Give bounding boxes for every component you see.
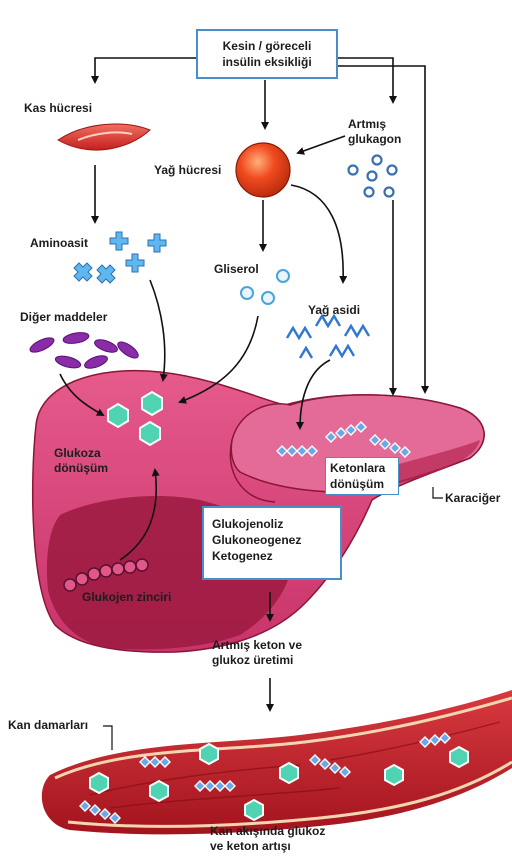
fatty-acid-zigzags	[285, 313, 371, 359]
arrow-fat-to-fattyacid	[290, 184, 348, 284]
increased-production-line2: glukoz üretimi	[212, 653, 294, 667]
glucose-conversion-line1: Glukoza	[54, 446, 101, 460]
glucagon-line2: glukagon	[348, 132, 402, 146]
glucose-conversion-line2: dönüşüm	[54, 461, 108, 475]
process-line2: Glukoneogenez	[212, 533, 302, 547]
top-connectors	[91, 57, 429, 394]
arrow-glucagon-to-fat	[296, 135, 346, 155]
process-line3: Ketogenez	[212, 549, 273, 563]
amino-acid-label: Aminoasit	[30, 236, 89, 250]
ketone-conversion-line2: dönüşüm	[330, 477, 384, 491]
amino-acid-crosses	[73, 231, 167, 284]
glucagon-line1: Artmış	[348, 117, 387, 131]
ketone-conversion-line1: Ketonlara	[330, 461, 386, 475]
blood-vessel	[41, 690, 512, 835]
other-substances-label: Diğer maddeler	[20, 310, 108, 324]
fatty-acid-label: Yağ asidi	[308, 303, 361, 317]
blood-increase-line2: ve keton artışı	[210, 839, 291, 853]
other-substances	[29, 332, 139, 369]
glucose-conversion-label: Glukoza dönüşüm	[54, 446, 108, 476]
fat-cell-shape	[235, 142, 291, 198]
insulin-deficiency-line1: Kesin / göreceli	[222, 39, 312, 53]
glycogen-chain	[63, 558, 149, 592]
muscle-cell-label: Kas hücresi	[24, 101, 93, 115]
liver-input-arrows	[59, 279, 443, 561]
process-line1: Glukojenoliz	[212, 517, 284, 531]
fat-cell-label: Yağ hücresi	[154, 163, 222, 177]
glucagon-label: Artmış glukagon	[348, 117, 401, 147]
blood-vessels-label: Kan damarları	[8, 718, 89, 732]
increased-production-line1: Artmış keton ve	[212, 638, 303, 652]
liver-label: Karaciğer	[445, 491, 501, 505]
ketone-conversion-box: Ketonlara dönüşüm	[325, 457, 399, 495]
ketone-diamonds-liver	[276, 421, 411, 458]
ketone-diamonds-blood	[79, 732, 451, 824]
glycogen-chain-label: Glukojen zinciri	[82, 590, 172, 604]
glucagon-dots	[347, 154, 398, 198]
glucose-hexagons-blood	[89, 742, 469, 822]
glycerol-circles	[240, 269, 290, 305]
insulin-deficiency-box: Kesin / göreceli insülin eksikliği	[196, 29, 338, 79]
process-box: Glukojenoliz Glukoneogenez Ketogenez	[202, 506, 342, 580]
insulin-deficiency-line2: insülin eksikliği	[222, 55, 312, 69]
glycerol-label: Gliserol	[214, 262, 259, 276]
blood-vessel-pointer	[103, 725, 113, 750]
blood-increase-label: Kan akışında glukoz ve keton artışı	[210, 824, 325, 854]
glucose-hexagons-liver	[107, 390, 163, 447]
blood-increase-line1: Kan akışında glukoz	[210, 824, 326, 838]
increased-production-label: Artmış keton ve glukoz üretimi	[212, 638, 302, 668]
muscle-cell-shape	[57, 123, 151, 151]
